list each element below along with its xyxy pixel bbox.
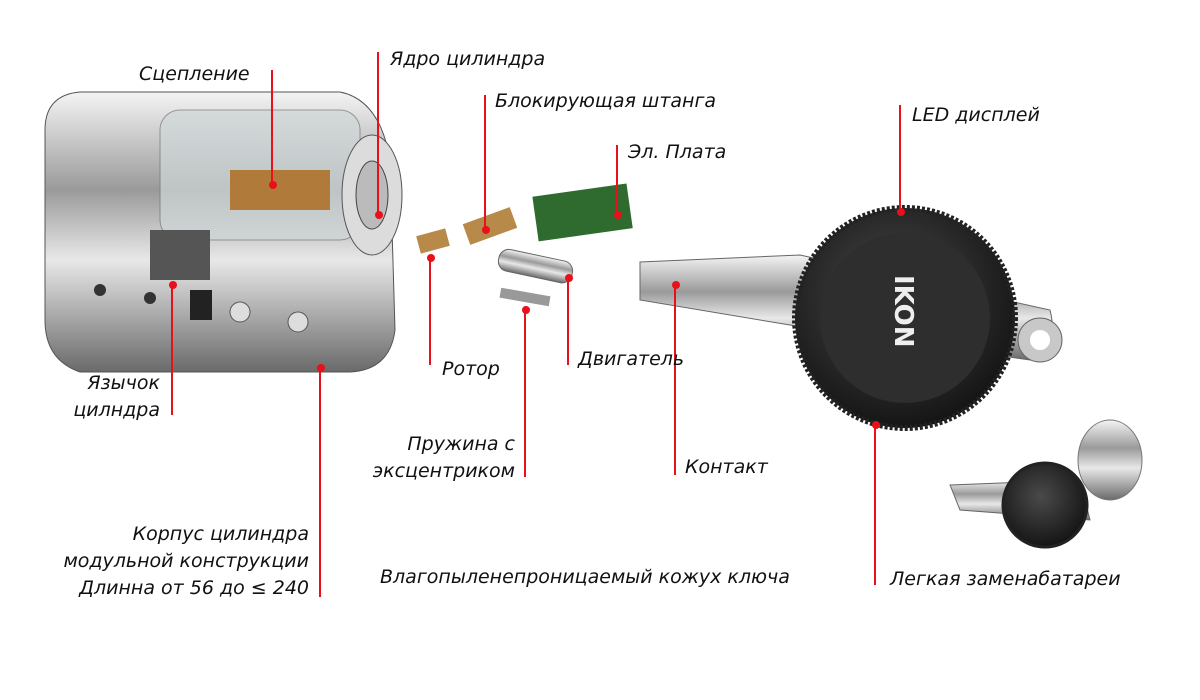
leader-dot: [522, 306, 530, 314]
leader-dot: [614, 211, 622, 219]
leader-clutch: [271, 70, 273, 185]
label-spring-line1: Пружина с: [407, 433, 515, 455]
leader-dot: [565, 274, 573, 282]
leader-rotor: [429, 258, 431, 365]
leader-dot: [375, 211, 383, 219]
leader-body: [319, 368, 321, 597]
leader-led: [899, 105, 901, 213]
fob-logo: IKON: [888, 275, 918, 348]
leader-core: [377, 52, 379, 215]
leader-locking-bar: [484, 95, 486, 230]
leader-dot: [427, 254, 435, 262]
leader-dot: [872, 421, 880, 429]
label-contact: Контакт: [685, 456, 768, 478]
exploded-parts: [416, 183, 633, 307]
label-motor: Двигатель: [578, 348, 685, 370]
label-led: LED дисплей: [912, 104, 1040, 126]
leader-dot: [269, 181, 277, 189]
label-housing: Влагопыленепроницаемый кожух ключа: [380, 566, 790, 588]
label-battery: Легкая заменабатареи: [890, 568, 1121, 590]
label-clutch: Сцепление: [139, 63, 250, 85]
leader-dot: [897, 208, 905, 216]
leader-motor: [567, 278, 569, 365]
label-rotor: Ротор: [442, 358, 500, 380]
leader-cam: [171, 285, 173, 415]
leader-dot: [482, 226, 490, 234]
label-body-line2: модульной конструкции: [63, 550, 309, 572]
leader-pcb: [616, 145, 618, 215]
label-body-line1: Корпус цилиндра: [132, 523, 309, 545]
leader-dot: [672, 281, 680, 289]
label-body: Корпус цилиндра модульной конструкции Дл…: [63, 521, 309, 602]
label-locking-bar: Блокирующая штанга: [495, 90, 717, 112]
label-spring: Пружина с эксцентриком: [373, 431, 515, 485]
label-pcb: Эл. Плата: [628, 141, 727, 163]
leader-dot: [317, 364, 325, 372]
key: IKON: [639, 205, 1063, 431]
leader-contact: [674, 285, 676, 475]
cylinder-body: [44, 91, 403, 373]
label-cam: Язычок цилндра: [73, 370, 160, 424]
label-cam-line2: цилндра: [73, 399, 160, 421]
small-key: [949, 419, 1143, 549]
label-cam-line1: Язычок: [87, 372, 160, 394]
leader-dot: [169, 281, 177, 289]
label-spring-line2: эксцентриком: [372, 460, 515, 482]
leader-housing: [874, 425, 876, 585]
label-body-line3: Длинна от 56 до ≤ 240: [79, 577, 309, 599]
label-core: Ядро цилиндра: [390, 48, 546, 70]
leader-spring: [524, 310, 526, 477]
